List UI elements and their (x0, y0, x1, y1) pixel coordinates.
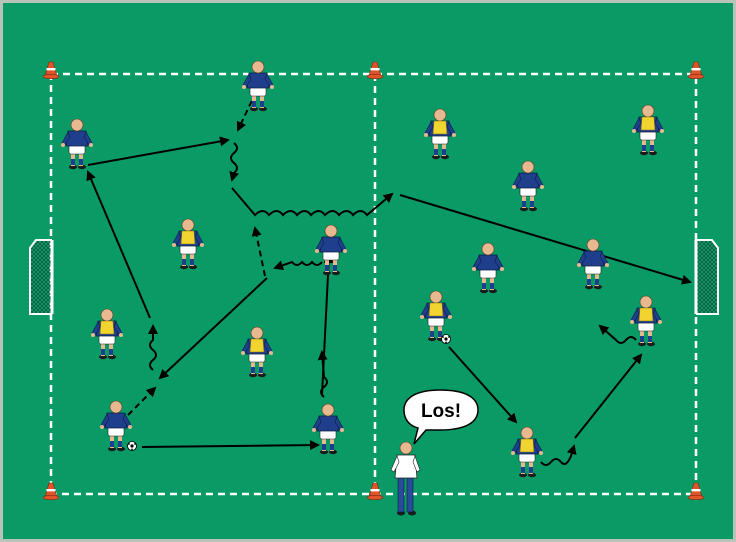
pass-arrow (448, 346, 518, 424)
run-arrow (251, 226, 266, 277)
pass-arrow (86, 170, 151, 319)
right-goal (694, 239, 719, 315)
pass-arrow (158, 277, 268, 380)
ball (127, 441, 137, 451)
coach-speech-text: Los! (421, 401, 461, 422)
run-arrow (236, 91, 257, 132)
dribble-arrow (229, 142, 240, 182)
dribble-arrow (598, 324, 637, 344)
pitch-surface (3, 3, 733, 539)
pass-arrow (87, 136, 230, 166)
ball (441, 334, 451, 344)
coach (390, 441, 421, 516)
dribble-arrow (273, 260, 323, 271)
dribble-arrow (317, 350, 328, 398)
coach-speech-bubble: Los! (403, 389, 479, 445)
pass-arrow (574, 353, 643, 439)
run-arrows (127, 91, 266, 416)
dribble-arrow (148, 324, 158, 371)
pass-arrow (399, 194, 692, 285)
dribble-arrow (540, 444, 577, 466)
pass-arrow (141, 440, 320, 451)
dribble-arrows (148, 142, 637, 466)
pass-arrows (86, 136, 692, 451)
left-goal (29, 239, 54, 315)
run-arrow (127, 386, 157, 416)
dribble-arrow (231, 187, 394, 217)
